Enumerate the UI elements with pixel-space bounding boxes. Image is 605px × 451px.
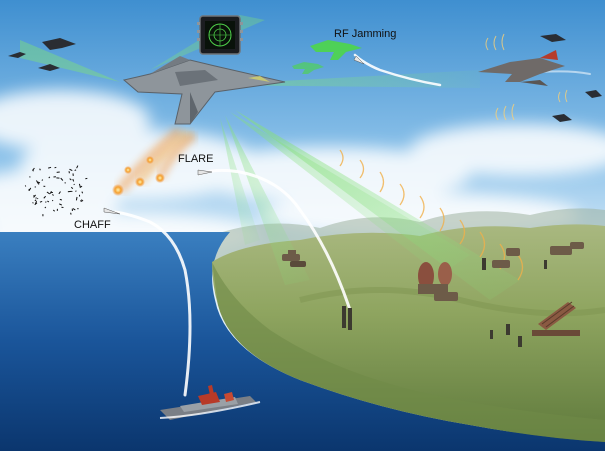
chaff-particle (70, 212, 72, 215)
chaff-particle (35, 197, 37, 199)
sea (0, 232, 605, 451)
chaff-particle (36, 182, 40, 185)
chaff-particle (53, 176, 57, 178)
chaff-particle (52, 194, 54, 196)
chaff-cloud (24, 165, 88, 217)
chaff-particle (69, 168, 73, 172)
chaff-particle (79, 194, 81, 197)
chaff-particle (33, 194, 36, 198)
chaff-particle (32, 169, 34, 172)
chaff-particle (39, 200, 43, 203)
chaff-particle (85, 177, 88, 180)
chaff-particle (61, 206, 64, 209)
chaff-particle (34, 199, 37, 202)
chaff-particle (34, 202, 38, 206)
chaff-particle (59, 198, 63, 201)
chaff-particle (76, 165, 79, 169)
chaff-particle (39, 168, 41, 171)
chaff-particle (75, 196, 78, 201)
missile-icon (103, 55, 365, 215)
chaff-particle (48, 176, 51, 179)
chaff-particle (78, 183, 81, 188)
distant-aircraft (8, 34, 602, 122)
chaff-particle (77, 208, 79, 210)
rf-jamming-label: RF Jamming (334, 28, 397, 40)
chaff-particle (36, 197, 39, 200)
chaff-particle (73, 183, 75, 186)
chaff-particle (72, 178, 75, 182)
chaff-particle (69, 178, 72, 181)
chaff-particle (46, 191, 51, 195)
jammer-fighter-icon (292, 40, 362, 74)
chaff-particle (81, 191, 84, 194)
chaff-particle (81, 199, 84, 202)
radar-dish-icon (418, 262, 452, 294)
soldier-icon (342, 258, 547, 347)
chaff-particle (74, 169, 77, 172)
chaff-particle (68, 171, 70, 174)
chaff-particle (56, 171, 60, 173)
chaff-particle (42, 214, 44, 217)
chaff-particle (71, 208, 73, 212)
chaff-particle (72, 208, 76, 211)
chaff-particle (52, 199, 54, 202)
chaff-particle (64, 182, 66, 184)
chaff-particle (79, 185, 83, 188)
radar-warning-display-icon (197, 15, 243, 55)
chaff-particle (75, 190, 77, 192)
chaff-particle (58, 203, 63, 206)
rocket-launcher-icon (532, 301, 580, 336)
chaff-particle (56, 177, 60, 179)
chaff-particle (43, 195, 46, 199)
chaff-particle (28, 188, 30, 191)
chaff-particle (50, 192, 53, 194)
stealth-fighter-icon (122, 56, 286, 125)
chaff-particle (72, 173, 74, 176)
chaff-particle (43, 185, 46, 187)
chaff-particle (56, 208, 58, 211)
chaff-particle (60, 177, 64, 181)
chaff-particle (34, 186, 36, 188)
chaff-particle (36, 181, 41, 184)
chaff-particle (47, 200, 50, 203)
missile-trails (113, 53, 591, 397)
chaff-particle (54, 166, 57, 169)
ship-icon (159, 385, 261, 420)
chaff-particle (32, 202, 34, 204)
flare-label: FLARE (178, 153, 214, 165)
chaff-particle (41, 179, 44, 181)
chaff-particle (24, 185, 27, 187)
flares (112, 126, 198, 196)
chaff-label: CHAFF (74, 219, 111, 231)
chaff-particle (67, 190, 72, 193)
chaff-particle (79, 200, 83, 202)
chaff-particle (29, 176, 31, 178)
chaff-particle (52, 209, 56, 212)
enemy-fighter-icon (478, 50, 565, 86)
chaff-particle (71, 190, 73, 192)
chaff-particle (44, 206, 47, 209)
chaff-particle (48, 166, 52, 169)
chaff-particle (58, 191, 61, 195)
chaff-particle (34, 201, 38, 205)
chaff-particle (45, 201, 47, 203)
shoreline (212, 262, 605, 442)
radar-wave-arcs-top (485, 33, 568, 121)
chaff-particle (70, 186, 74, 190)
radar-wave-arcs (339, 149, 524, 281)
tank-icon (282, 242, 584, 301)
